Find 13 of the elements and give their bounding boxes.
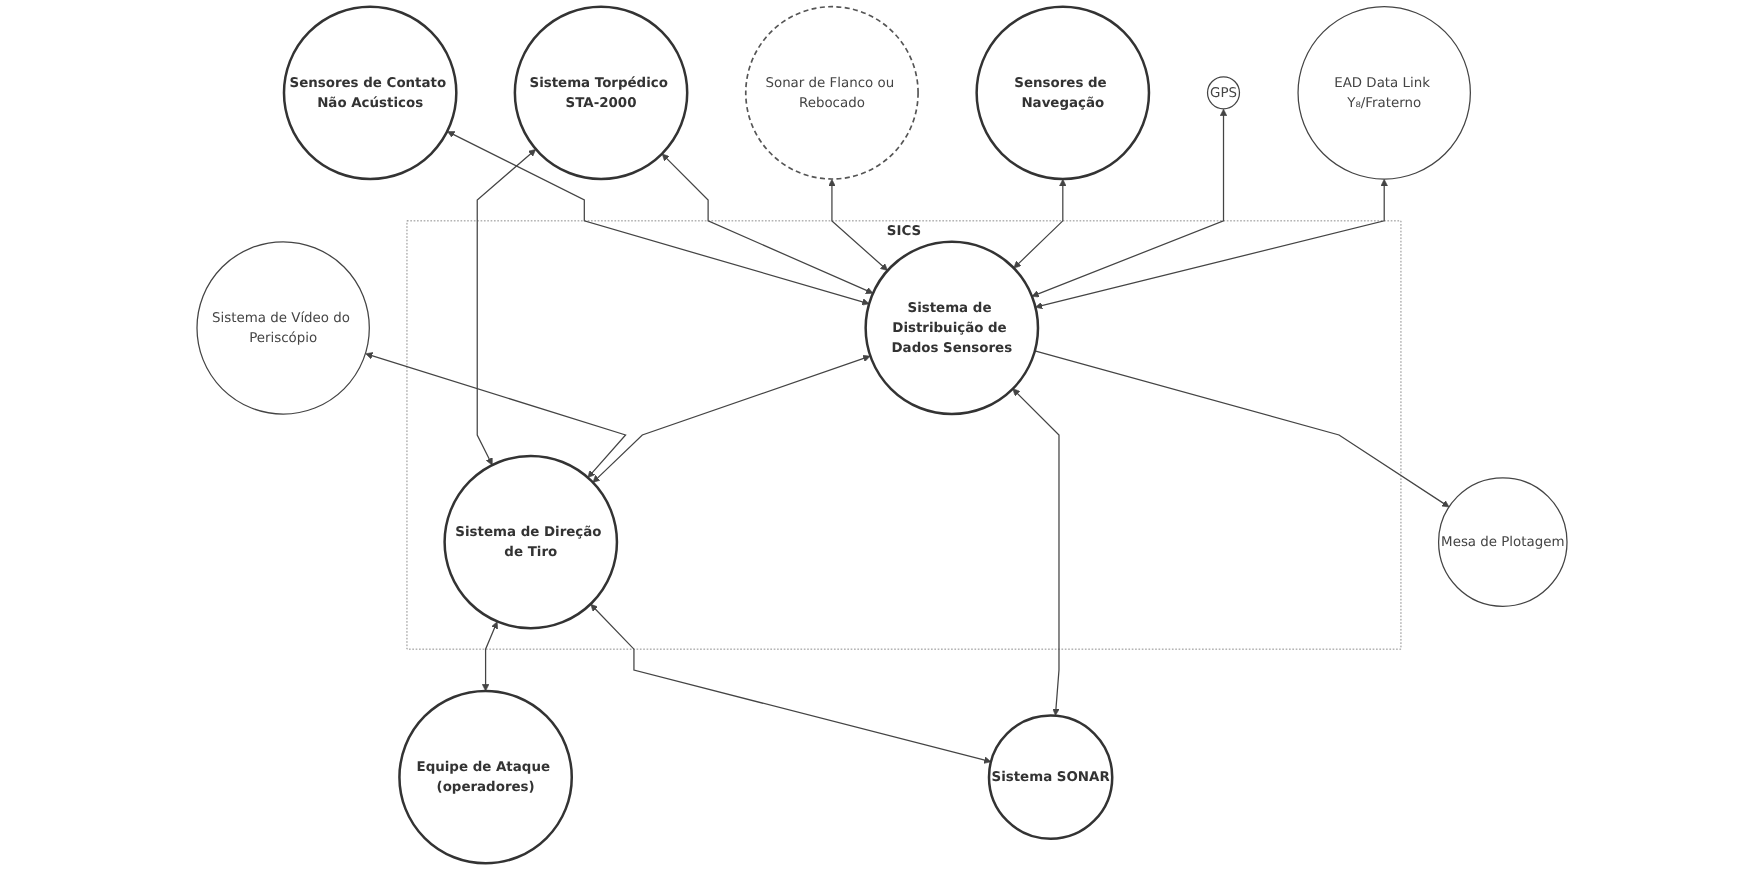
arrow <box>481 621 498 692</box>
arrow <box>1013 179 1067 269</box>
arrow <box>592 354 871 483</box>
arrow <box>661 153 874 294</box>
arrow <box>447 131 870 306</box>
arrow <box>1012 388 1060 716</box>
arrow <box>476 149 536 466</box>
arrow <box>1035 179 1388 310</box>
arrow <box>365 352 627 478</box>
arrow <box>590 604 992 764</box>
arrow <box>828 179 888 271</box>
arrow <box>1031 108 1228 298</box>
arrow <box>1034 350 1450 508</box>
